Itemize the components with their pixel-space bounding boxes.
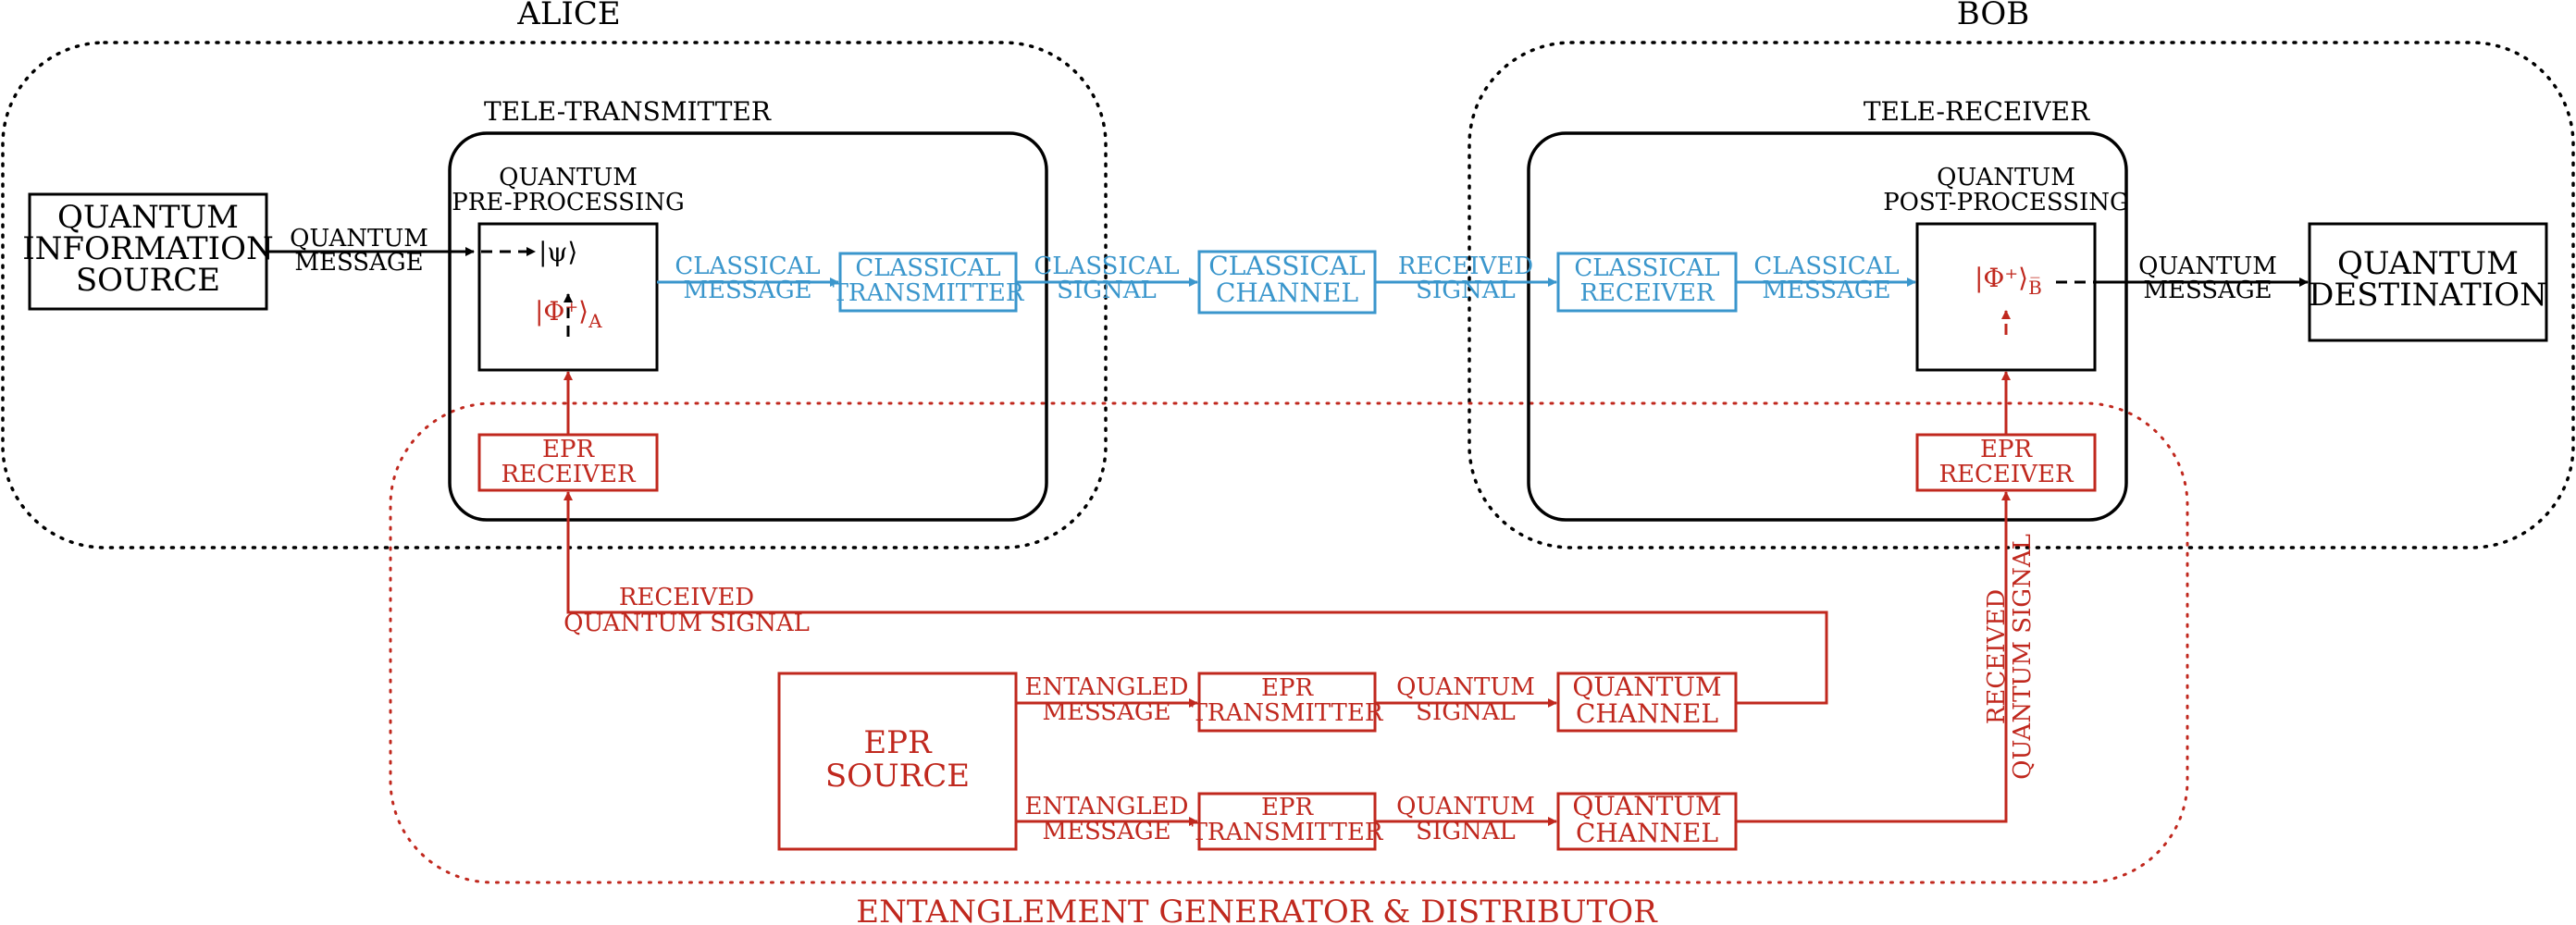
bob-label: BOB bbox=[1957, 0, 2029, 32]
qsig1-line2: SIGNAL bbox=[1416, 698, 1516, 726]
post-processing-line1: QUANTUM bbox=[1937, 164, 2075, 191]
ent2-line2: MESSAGE bbox=[1042, 818, 1170, 845]
qis-line2: INFORMATION bbox=[22, 230, 274, 267]
eprsrc-line1: EPR bbox=[863, 724, 933, 761]
egd-label: ENTANGLEMENT GENERATOR & DISTRIBUTOR bbox=[856, 894, 1658, 925]
cch-line2: CHANNEL bbox=[1216, 278, 1358, 308]
eprtx2-line2: TRANSMITTER bbox=[1192, 819, 1384, 846]
pre-processing-line2: PRE-PROCESSING bbox=[452, 189, 685, 216]
eprsrc-line2: SOURCE bbox=[825, 758, 970, 795]
received-quantum-signal-a-path bbox=[564, 491, 1828, 705]
alice-label: ALICE bbox=[516, 0, 620, 32]
classical-transmitter-box bbox=[838, 252, 1018, 313]
phi-a-state: |Φ⁺⟩A bbox=[535, 296, 602, 332]
csig-line1: CLASSICAL bbox=[1034, 253, 1179, 280]
cch-line1: CLASSICAL bbox=[1208, 251, 1365, 281]
qch2-line2: CHANNEL bbox=[1576, 818, 1718, 848]
eprtx2-line1: EPR bbox=[1261, 794, 1314, 821]
phi-b-ket: |Φ⁺⟩ bbox=[1975, 263, 2028, 293]
qdest-line1: QUANTUM bbox=[2337, 245, 2519, 282]
quantum-destination-box bbox=[2308, 222, 2548, 342]
phi-b-subscript: B̅ bbox=[2028, 276, 2042, 299]
tele-receiver-label: TELE-RECEIVER bbox=[1864, 96, 2090, 127]
csig-line2: SIGNAL bbox=[1057, 277, 1157, 304]
rqs-b-line2: QUANTUM SIGNAL bbox=[2009, 534, 2037, 780]
tele-transmitter-box bbox=[448, 131, 1048, 522]
eprtx1-line2: TRANSMITTER bbox=[1192, 699, 1384, 727]
tele-transmitter-label: TELE-TRANSMITTER bbox=[484, 96, 772, 127]
eprrx-a-line1: EPR bbox=[542, 436, 595, 463]
cmsg-a-line1: CLASSICAL bbox=[675, 253, 820, 280]
cmsg-b-line1: CLASSICAL bbox=[1753, 253, 1899, 280]
quantum-information-source-box bbox=[28, 192, 268, 311]
rsig-line1: RECEIVED bbox=[1398, 253, 1533, 280]
egd-region bbox=[389, 401, 2189, 884]
rqs-b-label: RECEIVEDQUANTUM SIGNAL bbox=[1983, 534, 2037, 780]
qsig2-line1: QUANTUM bbox=[1396, 793, 1535, 820]
ctx-line1: CLASSICAL bbox=[855, 254, 1000, 282]
tele-receiver-box bbox=[1527, 131, 2128, 522]
ent2-line1: ENTANGLED bbox=[1024, 793, 1188, 820]
cmsg-b-line2: MESSAGE bbox=[1762, 277, 1890, 304]
qch1-line2: CHANNEL bbox=[1576, 698, 1718, 729]
classical-receiver-box bbox=[1556, 252, 1738, 313]
qsig1-line1: QUANTUM bbox=[1396, 673, 1535, 701]
rqs-b-line1: RECEIVED bbox=[1983, 589, 2011, 724]
eprtx1-line1: EPR bbox=[1261, 674, 1314, 702]
quantum-channel-2-box bbox=[1556, 792, 1738, 851]
cmsg-a-line2: MESSAGE bbox=[683, 277, 811, 304]
qmsg-out-line1: QUANTUM bbox=[2138, 253, 2277, 280]
ent1-line2: MESSAGE bbox=[1042, 698, 1170, 726]
epr-receiver-a-box bbox=[477, 433, 659, 492]
rsig-line2: SIGNAL bbox=[1416, 277, 1516, 304]
phi-a-ket: |Φ⁺⟩ bbox=[535, 296, 588, 327]
qsig2-line2: SIGNAL bbox=[1416, 818, 1516, 845]
crx-line2: RECEIVER bbox=[1579, 279, 1715, 307]
epr-transmitter-1-box bbox=[1197, 672, 1377, 733]
crx-line1: CLASSICAL bbox=[1574, 254, 1719, 282]
epr-source-box bbox=[777, 672, 1018, 851]
eprrx-b-line1: EPR bbox=[1980, 436, 2033, 463]
qdest-line2: DESTINATION bbox=[2309, 277, 2547, 314]
qch1-line1: QUANTUM bbox=[1572, 672, 1721, 702]
qch2-line1: QUANTUM bbox=[1572, 791, 1721, 821]
qmsg-in-line2: MESSAGE bbox=[294, 249, 423, 277]
epr-receiver-b-box bbox=[1915, 433, 2097, 492]
ctx-line2: TRANSMITTER bbox=[833, 279, 1025, 307]
bob-region bbox=[1468, 41, 2575, 549]
received-quantum-signal-b-path bbox=[1736, 491, 2011, 823]
psi-state: |ψ⟩ bbox=[539, 237, 577, 267]
alice-region bbox=[1, 41, 1108, 549]
quantum-post-processing-box bbox=[1915, 222, 2097, 372]
quantum-channel-1-box bbox=[1556, 672, 1738, 733]
post-processing-line2: POST-PROCESSING bbox=[1883, 189, 2129, 216]
phi-b-state: |Φ⁺⟩B̅ bbox=[1975, 263, 2042, 299]
phi-a-subscript: A bbox=[588, 310, 602, 332]
rqs-a-line2: QUANTUM SIGNAL bbox=[564, 610, 810, 637]
ent1-line1: ENTANGLED bbox=[1024, 673, 1188, 701]
pre-processing-line1: QUANTUM bbox=[499, 164, 638, 191]
rqs-a-line1: RECEIVED bbox=[619, 584, 754, 611]
qis-line3: SOURCE bbox=[76, 262, 220, 299]
qmsg-out-line2: MESSAGE bbox=[2143, 277, 2272, 304]
qmsg-in-line1: QUANTUM bbox=[290, 225, 428, 253]
eprrx-a-line2: RECEIVER bbox=[501, 461, 636, 488]
qis-line1: QUANTUM bbox=[57, 199, 239, 236]
eprrx-b-line2: RECEIVER bbox=[1938, 461, 2074, 488]
